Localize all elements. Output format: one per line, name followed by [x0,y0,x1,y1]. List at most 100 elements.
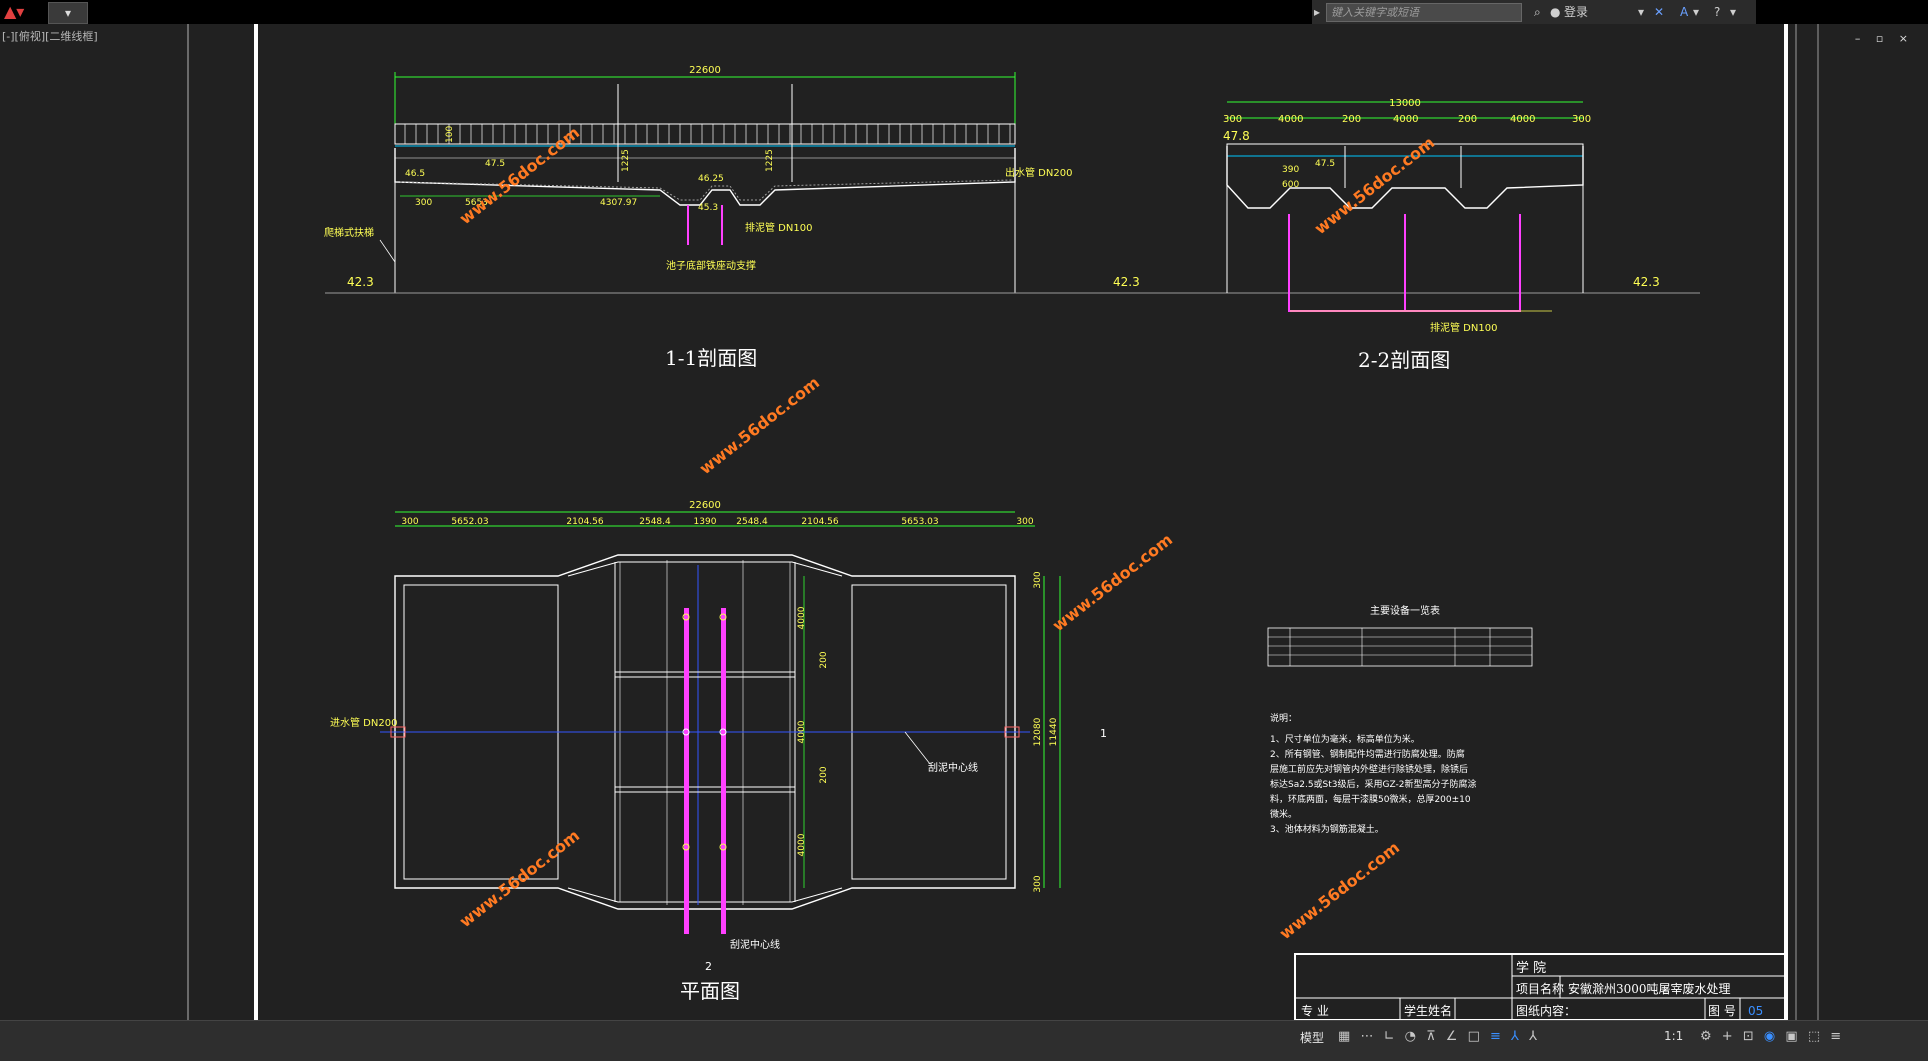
plan-right-dim: 200 [819,766,829,783]
svg-text:390: 390 [1282,165,1299,175]
customize-icon[interactable]: ≡ [1830,1029,1845,1044]
svg-text:www.56doc.com: www.56doc.com [696,373,823,478]
plan-right-dim: 11440 [1049,717,1059,746]
hardware-icon[interactable]: ▣ [1785,1029,1801,1044]
svg-text:爬梯式扶梯: 爬梯式扶梯 [324,226,374,239]
plan-right-dim: 4000 [797,606,807,629]
svg-text:微米。: 微米。 [1270,808,1297,820]
svg-text:22600: 22600 [689,500,721,511]
plan-top-dim: 2104.56 [566,517,603,527]
plan-top-dim: 2104.56 [801,517,838,527]
svg-text:标达Sa2.5或St3级后，采用GZ-2新型高分子防腐涂: 标达Sa2.5或St3级后，采用GZ-2新型高分子防腐涂 [1270,778,1476,790]
plan-right-dim: 12080 [1033,717,1043,746]
dynamic-ucs-icon[interactable]: □ [1467,1029,1483,1044]
exchange-icon[interactable]: ✕ [1654,5,1665,19]
annotation-scale-icon[interactable]: ⅄ [1529,1029,1541,1044]
drawing-window-controls[interactable]: – ▫ × [1854,32,1914,45]
svg-text:5653: 5653 [465,198,488,208]
svg-text:进水管 DN200: 进水管 DN200 [330,716,397,729]
svg-text:4000: 4000 [1278,114,1303,125]
status-right-icons: ⚙ + ⊡ ◉ ▣ ⬚ ≡ [1700,1029,1844,1044]
svg-text:1225: 1225 [621,149,631,172]
binoculars-icon[interactable]: ⌕ [1534,5,1541,19]
plan-top-dim: 300 [401,517,418,527]
section-1-1-title: 1-1剖面图 [665,346,757,370]
watermarks: www.56doc.com www.56doc.com www.56doc.co… [456,123,1438,943]
svg-text:47.8: 47.8 [1223,129,1250,143]
plan-right-dim: 200 [819,651,829,668]
equipment-table: 主要设备一览表 [1267,604,1533,667]
svg-text:学生姓名: 学生姓名 [1404,1003,1452,1018]
plus-icon[interactable]: + [1721,1029,1736,1044]
plan-right-dim: 4000 [797,720,807,743]
svg-text:45.3: 45.3 [698,203,718,213]
isolate-icon[interactable]: ◉ [1763,1029,1779,1044]
annotation-scale[interactable]: 1:1 [1664,1029,1684,1043]
plan-top-dim: 5652.03 [451,517,488,527]
ortho-icon[interactable]: ∟ [1383,1029,1398,1044]
login-link[interactable]: 登录 [1564,5,1589,19]
svg-text:4307.97: 4307.97 [600,198,637,208]
snap-icon[interactable]: ⋯ [1360,1029,1377,1044]
clean-screen-icon[interactable]: ⬚ [1807,1029,1824,1044]
quick-access-toolbar[interactable]: ▾ [48,2,88,24]
section-1-1: 22600 300 5653 4307.97 46.5 47.5 46.25 4… [324,65,1700,370]
section-2-2: 13000 300 4000 200 4000 200 4000 300 47.… [1223,98,1660,372]
osnap-icon[interactable]: ⊼ [1426,1029,1439,1044]
application-menu-icon[interactable]: ▲▾ [4,2,25,21]
svg-text:出水管 DN200: 出水管 DN200 [1005,166,1072,179]
grid-icon[interactable]: ▦ [1338,1029,1354,1044]
svg-text:47.5: 47.5 [485,159,505,169]
svg-text:13000: 13000 [1389,98,1421,109]
annotation-icon[interactable]: ⅄ [1511,1029,1522,1044]
help-icon[interactable]: ? [1714,5,1721,19]
svg-text:100: 100 [445,126,455,143]
svg-text:www.56doc.com: www.56doc.com [456,826,583,931]
svg-text:主要设备一览表: 主要设备一览表 [1370,604,1440,617]
svg-text:www.56doc.com: www.56doc.com [456,123,583,228]
title-bar: ▲▾ ▾ ▸ 键入关键字或短语 ⌕ ● 登录 ▾ ✕ A ▾ ? ▾ [0,0,1928,24]
viewport-controls[interactable]: [-][俯视][二维线框] [2,30,98,43]
lineweight-icon[interactable]: ≡ [1490,1029,1504,1044]
svg-text:2: 2 [705,960,712,973]
svg-text:刮泥中心线: 刮泥中心线 [928,761,978,774]
a360-icon[interactable]: A [1680,5,1689,19]
qat-dropdown-icon[interactable]: ▾ [64,6,72,20]
svg-text:46.25: 46.25 [698,174,724,184]
workspace-gear-icon[interactable]: ⚙ [1700,1029,1715,1044]
plan-right-dim: 300 [1033,571,1043,588]
units-icon[interactable]: ⊡ [1742,1029,1757,1044]
a360-dropdown-icon[interactable]: ▾ [1693,5,1700,19]
help-dropdown-icon[interactable]: ▾ [1730,5,1737,19]
search-input[interactable]: 键入关键字或短语 [1326,3,1522,22]
status-bar: 模型 ▦ ⋯ ∟ ◔ ⊼ ∠ □ ≡ ⅄ ⅄ 1:1 ⚙ + ⊡ ◉ ▣ ⬚ ≡ [0,1020,1928,1061]
svg-text:www.56doc.com: www.56doc.com [1311,133,1438,238]
svg-text:学 院: 学 院 [1516,960,1546,976]
svg-text:料，环底两面，每层干漆膜50微米，总厚200±10: 料，环底两面，每层干漆膜50微米，总厚200±10 [1270,793,1471,805]
expand-icon[interactable]: ▸ [1314,5,1321,19]
section-2-2-title: 2-2剖面图 [1358,348,1450,372]
svg-text:05: 05 [1748,1004,1763,1018]
svg-text:说明：: 说明： [1270,712,1297,724]
svg-text:42.3: 42.3 [1113,275,1140,289]
svg-text:46.5: 46.5 [405,169,425,179]
plan-right-dim: 4000 [797,833,807,856]
plan-top-dim: 2548.4 [736,517,768,527]
polar-icon[interactable]: ◔ [1404,1029,1419,1044]
svg-text:图 号: 图 号 [1708,1004,1736,1018]
plan-view-title: 平面图 [680,979,740,1003]
svg-text:4000: 4000 [1393,114,1418,125]
svg-text:300: 300 [1223,114,1242,125]
otrack-icon[interactable]: ∠ [1445,1029,1461,1044]
svg-text:排泥管 DN100: 排泥管 DN100 [745,221,812,234]
plan-top-dim: 5653.03 [901,517,938,527]
model-space-button[interactable]: 模型 [1300,1031,1325,1045]
plan-top-dim: 2548.4 [639,517,671,527]
svg-text:1: 1 [1100,727,1107,740]
svg-text:专 业: 专 业 [1301,1003,1329,1018]
login-dropdown-icon[interactable]: ▾ [1638,5,1645,19]
svg-text:刮泥中心线: 刮泥中心线 [730,938,780,951]
plan-top-dim: 1390 [694,517,717,527]
svg-text:安徽滁州3000吨屠宰废水处理: 安徽滁州3000吨屠宰废水处理 [1568,981,1731,996]
